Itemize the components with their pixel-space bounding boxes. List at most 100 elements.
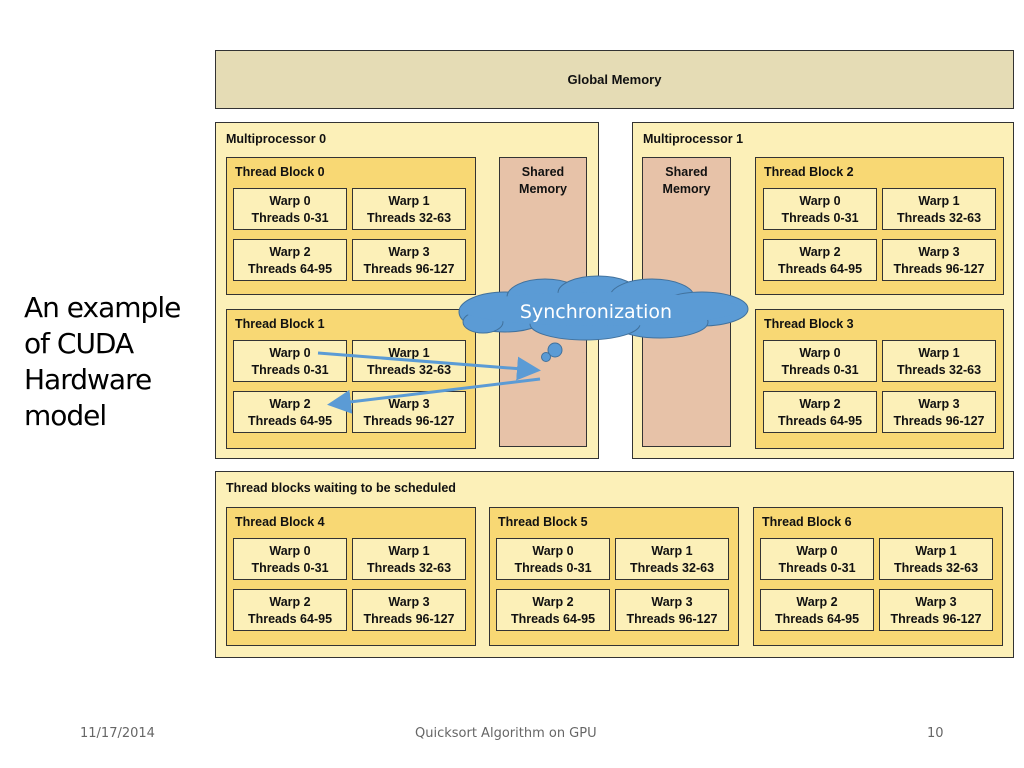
warp-name: Warp 0 — [796, 544, 838, 558]
multiprocessor-0-label: Multiprocessor 0 — [226, 132, 327, 146]
thread-block-label: Thread Block 6 — [762, 515, 852, 529]
warp-threads: Threads 64-95 — [247, 414, 333, 428]
warp-name: Warp 0 — [269, 346, 311, 360]
warp-threads: Threads 64-95 — [247, 612, 333, 626]
warp-threads: Threads 64-95 — [777, 262, 863, 276]
waiting-region-label: Thread blocks waiting to be scheduled — [226, 481, 456, 495]
shared-memory-label-line-1: Shared — [665, 165, 708, 179]
warp-threads: Threads 32-63 — [893, 561, 979, 575]
thread-block-label: Thread Block 5 — [498, 515, 588, 529]
warp-name: Warp 3 — [651, 595, 693, 609]
warp-threads: Threads 0-31 — [251, 363, 329, 377]
warp-name: Warp 3 — [915, 595, 957, 609]
warp-threads: Threads 32-63 — [629, 561, 715, 575]
warp-box: Warp 3 Threads 96-127 — [352, 391, 466, 433]
warp-name: Warp 3 — [388, 595, 430, 609]
warp-box: Warp 2 Threads 64-95 — [763, 391, 877, 433]
warp-threads: Threads 32-63 — [896, 211, 982, 225]
warp-box: Warp 2 Threads 64-95 — [760, 589, 874, 631]
warp-box: Warp 3 Threads 96-127 — [879, 589, 993, 631]
warp-name: Warp 2 — [269, 245, 311, 259]
arrow-warp0-to-sync — [317, 351, 541, 381]
warp-threads: Threads 96-127 — [893, 262, 985, 276]
warp-threads: Threads 0-31 — [778, 561, 856, 575]
shared-memory-label-line-1: Shared — [521, 165, 565, 179]
warp-name: Warp 3 — [918, 245, 960, 259]
warp-name: Warp 1 — [388, 346, 430, 360]
warp-threads: Threads 0-31 — [781, 211, 859, 225]
thread-block-label: Thread Block 2 — [764, 165, 854, 179]
warp-box: Warp 0 Threads 0-31 — [760, 538, 874, 580]
warp-threads: Threads 64-95 — [774, 612, 860, 626]
footer-page-number: 10 — [927, 726, 944, 741]
slide-title: An example of CUDA Hardware model — [24, 290, 181, 434]
warp-name: Warp 0 — [799, 194, 841, 208]
warp-threads: Threads 64-95 — [777, 414, 863, 428]
warp-threads: Threads 96-127 — [363, 414, 455, 428]
arrow-sync-to-warp2 — [327, 377, 541, 414]
warp-threads: Threads 0-31 — [251, 211, 329, 225]
title-line-3: Hardware — [24, 363, 152, 396]
multiprocessor-1-label: Multiprocessor 1 — [643, 132, 744, 146]
warp-name: Warp 3 — [918, 397, 960, 411]
warp-threads: Threads 96-127 — [363, 612, 455, 626]
warp-name: Warp 2 — [799, 397, 841, 411]
warp-box: Warp 1 Threads 32-63 — [352, 538, 466, 580]
warp-box: Warp 3 Threads 96-127 — [882, 239, 996, 281]
warp-name: Warp 1 — [388, 544, 430, 558]
global-memory-box: Global Memory — [215, 50, 1014, 109]
footer-center-text: Quicksort Algorithm on GPU — [415, 726, 597, 741]
warp-box: Warp 0 Threads 0-31 — [233, 340, 347, 382]
warp-threads: Threads 96-127 — [890, 612, 982, 626]
warp-box: Warp 0 Threads 0-31 — [763, 188, 877, 230]
footer-date: 11/17/2014 — [80, 726, 155, 741]
warp-threads: Threads 0-31 — [514, 561, 592, 575]
warp-box: Warp 2 Threads 64-95 — [233, 239, 347, 281]
thread-block-label: Thread Block 4 — [235, 515, 325, 529]
warp-box: Warp 0 Threads 0-31 — [233, 188, 347, 230]
warp-box: Warp 3 Threads 96-127 — [882, 391, 996, 433]
thread-block-label: Thread Block 0 — [235, 165, 325, 179]
title-line-1: An example — [24, 291, 181, 324]
thread-block-label: Thread Block 1 — [235, 317, 325, 331]
warp-box: Warp 3 Threads 96-127 — [352, 239, 466, 281]
warp-threads: Threads 32-63 — [366, 363, 452, 377]
shared-memory-label-line-2: Memory — [662, 182, 711, 196]
warp-threads: Threads 32-63 — [896, 363, 982, 377]
warp-box: Warp 1 Threads 32-63 — [882, 340, 996, 382]
synchronization-label: Synchronization — [520, 301, 672, 323]
warp-threads: Threads 64-95 — [510, 612, 596, 626]
warp-name: Warp 0 — [799, 346, 841, 360]
warp-name: Warp 2 — [269, 397, 311, 411]
warp-box: Warp 0 Threads 0-31 — [496, 538, 610, 580]
warp-name: Warp 1 — [915, 544, 957, 558]
warp-name: Warp 0 — [269, 194, 311, 208]
warp-name: Warp 3 — [388, 397, 430, 411]
warp-threads: Threads 32-63 — [366, 561, 452, 575]
warp-threads: Threads 96-127 — [893, 414, 985, 428]
warp-name: Warp 0 — [532, 544, 574, 558]
warp-name: Warp 1 — [918, 346, 960, 360]
warp-box: Warp 2 Threads 64-95 — [233, 589, 347, 631]
warp-name: Warp 2 — [799, 245, 841, 259]
warp-box: Warp 1 Threads 32-63 — [882, 188, 996, 230]
warp-threads: Threads 64-95 — [247, 262, 333, 276]
warp-name: Warp 3 — [388, 245, 430, 259]
title-line-2: of CUDA — [24, 327, 134, 360]
warp-box: Warp 3 Threads 96-127 — [352, 589, 466, 631]
shared-memory-label-line-2: Memory — [519, 182, 567, 196]
warp-threads: Threads 0-31 — [251, 561, 329, 575]
synchronization-cloud — [458, 275, 749, 362]
warp-name: Warp 2 — [269, 595, 311, 609]
thread-block-label: Thread Block 3 — [764, 317, 854, 331]
warp-name: Warp 2 — [796, 595, 838, 609]
global-memory-label: Global Memory — [567, 72, 662, 87]
warp-threads: Threads 96-127 — [363, 262, 455, 276]
warp-name: Warp 1 — [918, 194, 960, 208]
